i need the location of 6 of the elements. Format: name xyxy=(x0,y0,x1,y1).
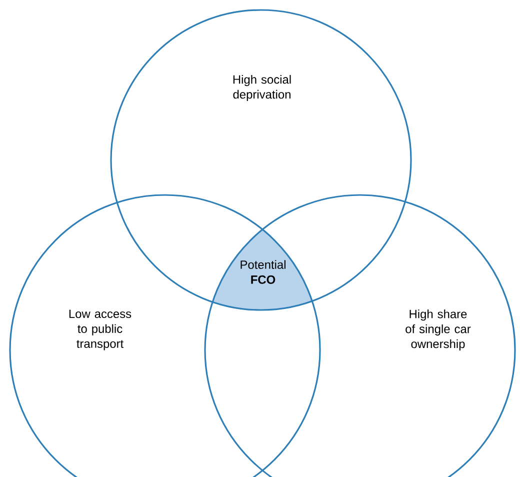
region-label: Potential FCO xyxy=(240,260,286,284)
circle-label: High share of single car ownership xyxy=(406,309,471,350)
circle-label: High social deprivation xyxy=(233,74,291,102)
circle-label: Low access to public transport xyxy=(69,310,132,350)
venn-circle xyxy=(110,9,412,311)
overlap-region xyxy=(212,230,312,310)
